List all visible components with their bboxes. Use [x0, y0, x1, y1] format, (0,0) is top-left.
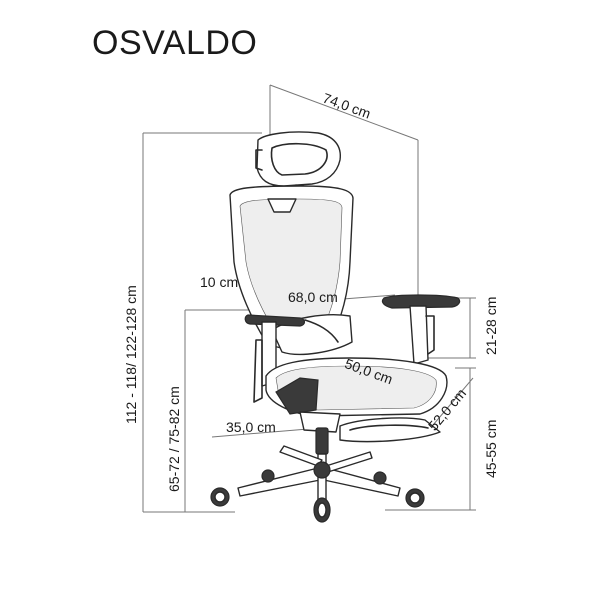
headrest — [256, 131, 341, 187]
base — [237, 467, 321, 497]
armrest-left — [244, 314, 306, 327]
footrest — [339, 417, 441, 443]
chair-illustration — [210, 131, 461, 523]
label-armrest-height: 65-72 / 75-82 cm — [166, 386, 182, 492]
casters — [210, 469, 425, 523]
label-headrest-offset: 10 cm — [200, 274, 238, 290]
label-width: 68,0 cm — [288, 289, 338, 305]
armrest-right — [381, 294, 461, 309]
label-base-radius: 35,0 cm — [226, 419, 276, 435]
label-depth: 74,0 cm — [321, 90, 373, 122]
label-armrest-adjust: 21-28 cm — [483, 297, 499, 355]
label-seat-height: 45-55 cm — [483, 420, 499, 478]
label-total-height: 112 - 118/ 122-128 cm — [123, 285, 139, 424]
product-title: OSVALDO — [92, 24, 258, 62]
